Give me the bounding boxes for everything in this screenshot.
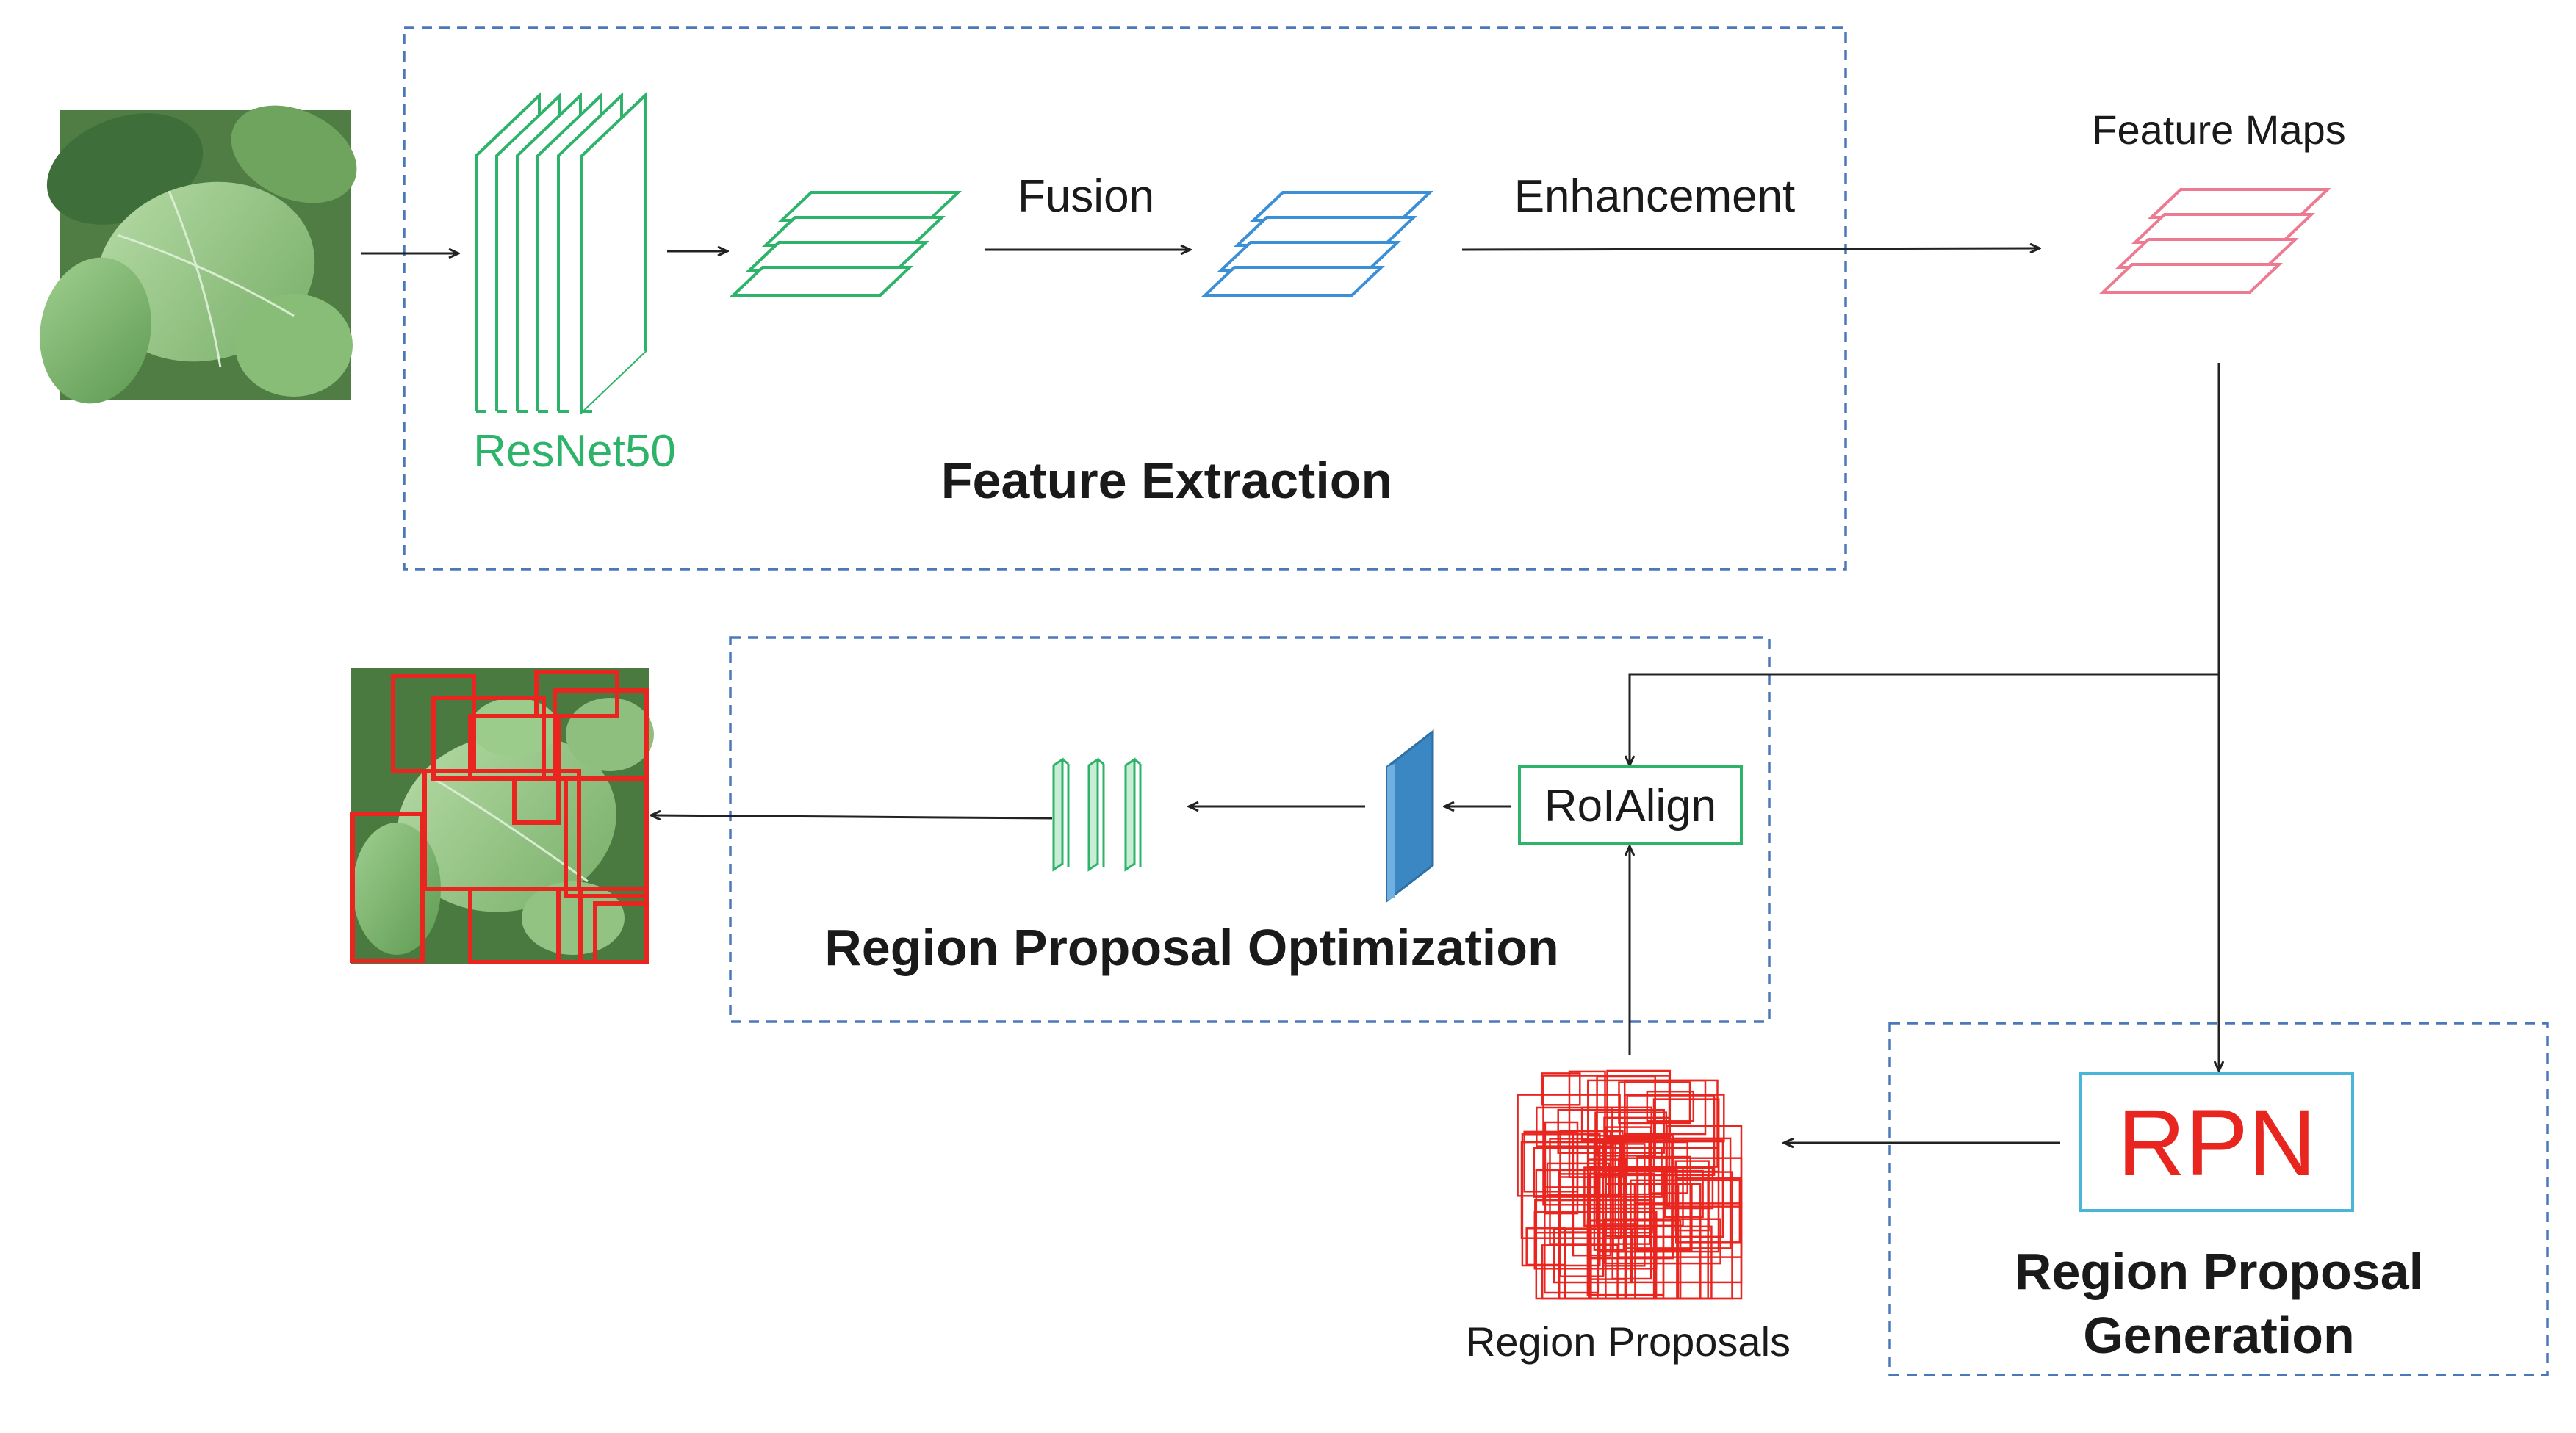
- region-proposals-icon: [1517, 1069, 1743, 1300]
- fc-layers-icon: [1052, 757, 1142, 872]
- proposal-box: [1559, 1173, 1605, 1277]
- proposal-box: [1544, 1121, 1579, 1215]
- feature-extraction-title: Feature Extraction: [941, 452, 1393, 509]
- output-detection-image: [350, 668, 654, 964]
- proposal-box: [1587, 1079, 1719, 1168]
- arrow-fc-to-output: [651, 815, 1053, 818]
- detection-box: [593, 901, 649, 964]
- enhancement-label: Enhancement: [1514, 171, 1796, 222]
- resnet50-block-icon: [475, 92, 647, 415]
- input-leaf-image: [40, 105, 357, 404]
- feature-map-layer: [1201, 266, 1386, 297]
- proposal-box: [1606, 1069, 1672, 1138]
- proposal-box: [1534, 1199, 1653, 1234]
- detection-box: [512, 776, 561, 825]
- proposal-box: [1544, 1186, 1600, 1294]
- proposal-box: [1630, 1179, 1743, 1284]
- proposal-box: [1648, 1141, 1688, 1194]
- feature-maps-label: Feature Maps: [2092, 107, 2346, 153]
- feature-map-layer: [729, 266, 914, 297]
- proposal-box: [1674, 1177, 1741, 1244]
- proposal-box: [1541, 1072, 1581, 1106]
- proposal-box: [1535, 1169, 1627, 1300]
- region-proposals-label: Region Proposals: [1466, 1318, 1791, 1365]
- rpn-box: [2079, 1072, 2354, 1212]
- resnet50-label: ResNet50: [473, 426, 676, 477]
- fc-bar: [1124, 757, 1136, 872]
- green-feature-stack-icon: [729, 191, 963, 297]
- region-proposal-generation-title-line2: Generation: [2083, 1307, 2355, 1364]
- fc-bar: [1087, 757, 1099, 872]
- proposal-box: [1662, 1171, 1733, 1300]
- proposal-box: [1596, 1075, 1656, 1157]
- pink-feature-maps-stack-icon: [2098, 188, 2332, 294]
- region-proposal-generation-title-line1: Region Proposal: [2015, 1243, 2423, 1300]
- region-proposal-optimization-box: [729, 636, 1771, 1023]
- proposal-box: [1559, 1130, 1624, 1178]
- detection-box: [534, 670, 619, 718]
- roialign-label: RoIAlign: [1544, 781, 1716, 831]
- region-proposal-generation-box: [1888, 1022, 2549, 1376]
- proposal-box: [1603, 1218, 1721, 1265]
- blue-roi-feature-slab-icon: [1386, 729, 1434, 903]
- rpn-label: RPN: [2118, 1091, 2316, 1196]
- proposal-box: [1646, 1090, 1695, 1122]
- detection-box: [564, 776, 649, 898]
- proposal-box: [1546, 1162, 1611, 1196]
- proposal-box: [1622, 1137, 1732, 1249]
- feature-map-layer: [2098, 263, 2284, 294]
- resnet-plate: [580, 92, 647, 411]
- detection-box: [468, 887, 583, 964]
- feature-extraction-box: [403, 26, 1847, 571]
- blue-feature-stack-icon: [1201, 191, 1434, 297]
- roialign-box: [1518, 765, 1743, 845]
- proposal-box: [1580, 1106, 1652, 1141]
- region-proposal-optimization-title: Region Proposal Optimization: [824, 919, 1558, 976]
- feature-maps-to-roialign-line: [1630, 673, 2219, 765]
- proposal-box: [1536, 1106, 1613, 1147]
- arrow-enhancement: [1461, 248, 2040, 250]
- fusion-label: Fusion: [1018, 171, 1154, 222]
- fc-bar: [1052, 757, 1064, 872]
